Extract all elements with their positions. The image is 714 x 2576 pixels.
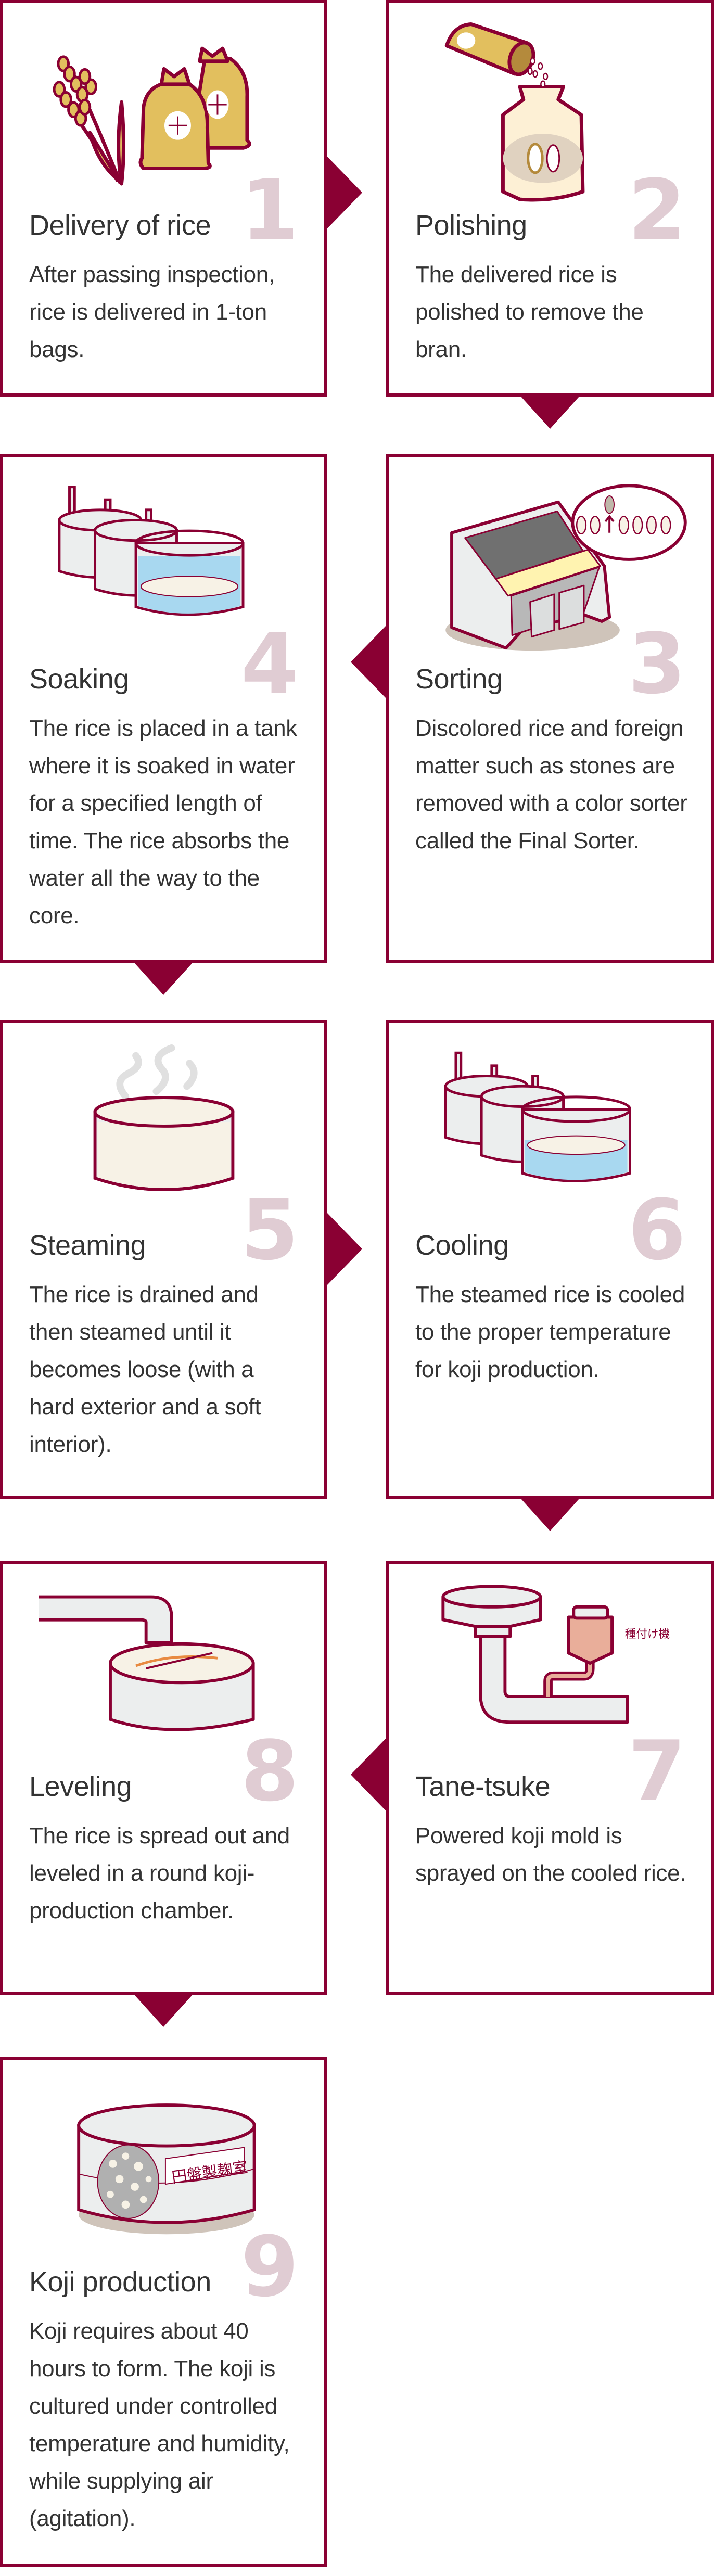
step-number: 5 [240,1181,299,1279]
step-number: 3 [628,615,686,712]
step-title: Delivery of rice [29,210,211,241]
step-number: 9 [240,2218,299,2315]
step-card-7: 種付け機 Tane-tsuke Powered koji mold is spr… [386,1561,714,1995]
step-number: 4 [240,615,299,712]
step-title: Steaming [29,1230,146,1261]
polishing-illustration [444,22,585,202]
arrow-right-icon [327,156,362,229]
steaming-illustration [93,1044,235,1191]
arrow-down-icon [134,1995,193,2027]
step-title: Tane-tsuke [415,1771,551,1802]
step-number: 7 [628,1723,686,1820]
step-title: Cooling [415,1230,509,1261]
step-description: The delivered rice is polished to remove… [415,262,644,362]
step-number: 8 [240,1723,299,1820]
soaking-tanks-illustration [58,486,245,616]
arrow-right-icon [327,1213,362,1285]
color-sorter-illustration [445,484,687,651]
cooling-tanks-illustration [444,1051,631,1182]
step-title: Polishing [415,210,527,241]
machine-label: 種付け機 [625,1628,670,1641]
step-card-1: Delivery of rice After passing inspectio… [0,0,327,397]
step-card-9: 円盤製麹室 Koji production Koji requires abou… [0,2057,327,2567]
step-description: The rice is placed in a tank where it is… [29,716,297,928]
step-description: After passing inspection, rice is delive… [29,262,275,362]
arrow-left-icon [351,1738,386,1811]
step-card-3: Sorting Discolored rice and foreign matt… [386,454,714,963]
arrow-down-icon [134,963,193,995]
leveling-illustration [39,1595,255,1731]
step-card-5: Steaming The rice is drained and then st… [0,1020,327,1499]
rice-bags-illustration [53,46,251,186]
step-card-6: Cooling The steamed rice is cooled to th… [386,1020,714,1499]
step-card-2: Polishing The delivered rice is polished… [386,0,714,397]
step-number: 1 [240,161,299,259]
arrow-down-icon [521,397,579,429]
step-title: Koji production [29,2266,211,2298]
step-description: Koji requires about 40 hours to form. Th… [29,2318,290,2531]
step-description: The rice is spread out and leveled in a … [29,1823,290,1923]
arrow-down-icon [521,1499,579,1531]
koji-chamber-illustration: 円盤製麹室 [77,2103,256,2235]
tane-tsuke-machine-illustration: 種付け機 [441,1585,670,1724]
step-description: The rice is drained and then steamed unt… [29,1282,261,1457]
step-description: Powered koji mold is sprayed on the cool… [415,1823,686,1886]
step-number: 2 [628,161,686,259]
step-card-8: Leveling The rice is spread out and leve… [0,1561,327,1995]
step-description: Discolored rice and foreign matter such … [415,716,687,853]
arrow-left-icon [351,626,386,698]
step-title: Sorting [415,664,503,695]
step-number: 6 [628,1181,686,1279]
step-description: The steamed rice is cooled to the proper… [415,1282,685,1382]
step-title: Soaking [29,664,129,695]
step-title: Leveling [29,1771,132,1802]
step-card-4: Soaking The rice is placed in a tank whe… [0,454,327,963]
